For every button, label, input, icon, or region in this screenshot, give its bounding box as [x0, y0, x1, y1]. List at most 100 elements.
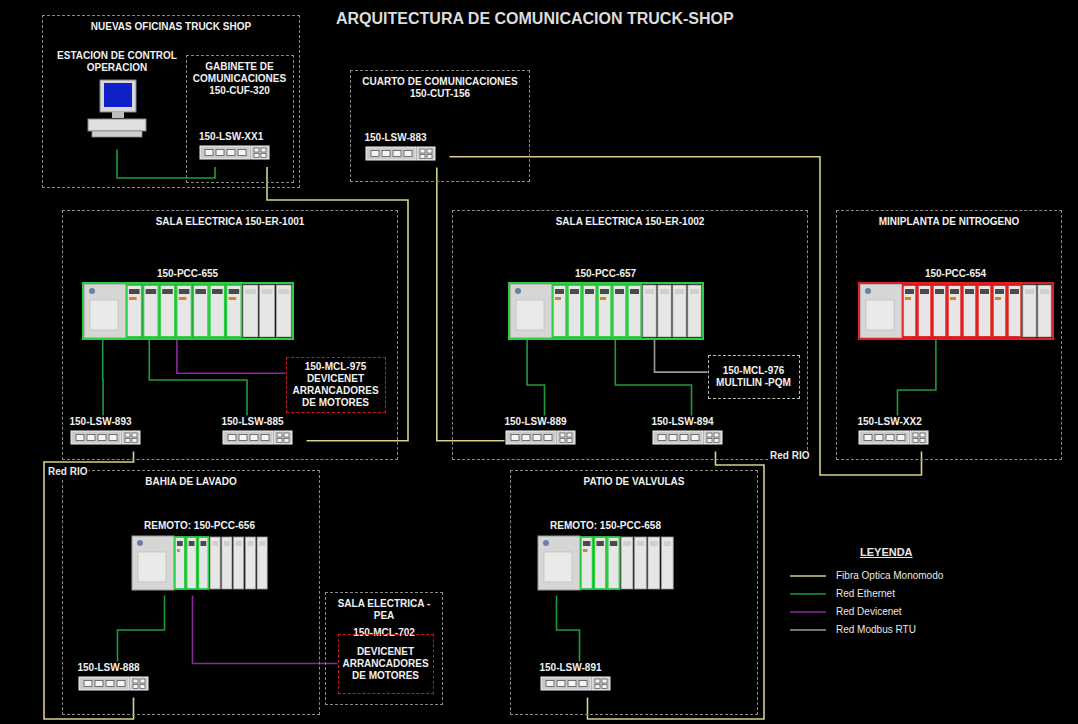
switch-port — [393, 150, 401, 156]
module-indicator — [645, 289, 654, 294]
switch-port — [913, 438, 918, 442]
switch-port — [658, 434, 666, 440]
legend-text: Red Ethernet — [836, 588, 895, 600]
legend-text: Fibra Optica Monomodo — [836, 570, 943, 582]
power-supply — [510, 284, 552, 338]
io-module — [672, 285, 685, 337]
switch-port — [98, 434, 106, 440]
area-region: BAHIA DE LAVADOREMOTO: 150-PCC-656150-LS… — [62, 470, 320, 715]
plc-rack: REMOTO: 150-PCC-658 — [536, 520, 676, 596]
module-led — [583, 549, 587, 552]
rack-border — [83, 283, 293, 339]
switch-port — [533, 434, 541, 440]
keyboard — [92, 131, 142, 137]
network-switch: 150-LSW-XX1 — [199, 131, 279, 167]
switch-port — [707, 438, 712, 442]
module-indicator — [636, 541, 643, 546]
module-indicator — [555, 289, 564, 294]
box-label: 150-MCL-976 — [712, 365, 796, 377]
io-module — [1037, 285, 1050, 337]
switch-uplink — [417, 147, 435, 160]
switch-body — [653, 431, 703, 444]
switch-port — [680, 434, 688, 440]
connector-dnet — [177, 340, 286, 374]
module-led — [178, 297, 186, 300]
monitor-stand — [112, 112, 124, 118]
plc-rack: 150-PCC-655 — [82, 268, 294, 340]
box-label: 150-PCC-657 — [508, 268, 704, 280]
connector-fib — [588, 452, 765, 720]
io-module — [143, 285, 158, 337]
switch-port — [227, 150, 235, 156]
module-indicator — [609, 541, 616, 546]
module-indicator — [259, 541, 265, 546]
module-led — [129, 297, 137, 300]
module-indicator — [935, 289, 944, 294]
switch-port — [886, 434, 894, 440]
area-region: MINIPLANTA DE NITROGENO150-PCC-654150-LS… — [836, 210, 1062, 460]
switch-port — [602, 679, 607, 683]
switch-port — [277, 438, 282, 442]
io-module — [947, 285, 960, 337]
box-label: 150-LSW-885 — [222, 416, 307, 428]
switch-port — [669, 434, 677, 440]
switch-port — [250, 434, 258, 440]
motor-starter-panel: DEVICENET ARRANCADORES DE MOTORES — [338, 634, 434, 694]
module-led — [177, 549, 180, 552]
network-label: Red RIO — [768, 450, 811, 462]
box-label: DEVICENET ARRANCADORES DE MOTORES — [290, 373, 382, 409]
connector-eth — [118, 596, 165, 662]
switch-port — [382, 150, 390, 156]
module-indicator — [600, 289, 609, 294]
switch-icon — [505, 430, 577, 446]
switch-port — [76, 434, 84, 440]
io-module — [176, 285, 191, 337]
switch-port — [595, 684, 600, 688]
io-module — [276, 285, 291, 337]
network-label: Red RIO — [46, 466, 89, 478]
io-module — [687, 285, 700, 337]
io-module — [209, 285, 224, 337]
switch-body — [366, 147, 416, 160]
module-led — [905, 297, 911, 300]
network-switch: 150-LSW-885 — [222, 416, 307, 452]
module-indicator — [920, 289, 929, 294]
plc-rack-icon — [82, 282, 294, 340]
switch-icon — [78, 676, 150, 692]
io-module — [198, 537, 208, 589]
switch-port — [920, 433, 925, 437]
io-module — [243, 285, 258, 337]
io-module — [627, 285, 640, 337]
rack-border — [509, 283, 703, 339]
io-module — [977, 285, 990, 337]
network-switch: 150-LSW-891 — [540, 662, 620, 698]
io-module — [992, 285, 1005, 337]
switch-port — [87, 434, 95, 440]
module-indicator — [570, 289, 579, 294]
connector-eth — [898, 340, 936, 416]
connector-eth — [615, 340, 691, 416]
plc-rack-icon — [130, 534, 270, 592]
plc-rack: 150-PCC-654 — [858, 268, 1054, 340]
module-indicator — [650, 541, 657, 546]
switch-port — [913, 433, 918, 437]
io-module — [642, 285, 655, 337]
network-switch: 150-LSW-XX2 — [858, 416, 938, 452]
area-region: GABINETE DE COMUNICACIONES 150-CUF-32015… — [186, 55, 294, 183]
module-indicator — [585, 289, 594, 294]
io-module — [657, 285, 670, 337]
box-label: ESTACION DE CONTROL OPERACION — [55, 50, 180, 74]
switch-port — [567, 438, 572, 442]
motor-starter-panel: 150-MCL-975DEVICENET ARRANCADORES DE MOT… — [286, 357, 386, 413]
area-region: SALA ELECTRICA 150-ER-1001150-PCC-655150… — [62, 210, 398, 460]
switch-port — [238, 150, 246, 156]
brand-logo — [137, 540, 143, 546]
plc-rack-icon — [536, 534, 676, 592]
module-indicator — [995, 289, 1004, 294]
switch-icon — [652, 430, 724, 446]
io-module — [594, 537, 606, 589]
module-indicator — [1010, 289, 1019, 294]
